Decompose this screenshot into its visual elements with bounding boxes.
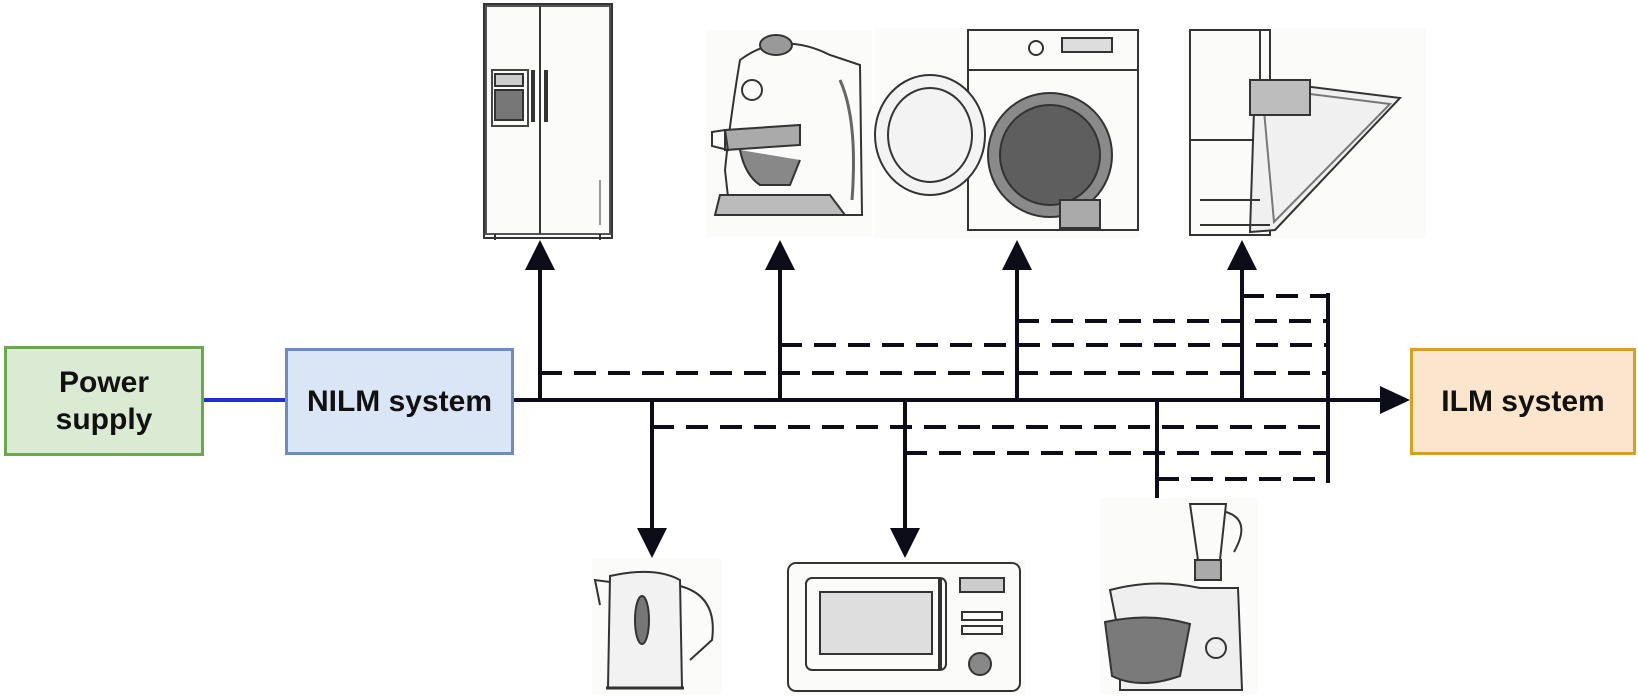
nilm-system-label: NILM system: [306, 384, 493, 418]
up-arrows: [525, 240, 1257, 400]
microwave-icon: [785, 560, 1025, 695]
power-supply-block: Power supply: [4, 346, 204, 456]
ilm-system-label: ILM system: [1441, 384, 1605, 418]
food-processor-icon: [1100, 498, 1258, 694]
refrigerator-icon: [483, 3, 613, 240]
bus-arrowhead: [1380, 386, 1410, 414]
power-supply-label-line1: Power: [58, 365, 150, 399]
nilm-system-block: NILM system: [285, 348, 514, 455]
dashed-lines-top: [540, 294, 1328, 375]
power-supply-label-line2: supply: [55, 403, 153, 436]
kettle-icon: [592, 558, 722, 694]
down-arrows: [637, 400, 1172, 558]
washing-machine-icon: [874, 28, 1140, 238]
dishwasher-icon: [1184, 28, 1426, 238]
coffee-machine-icon: [706, 30, 872, 237]
ilm-system-block: ILM system: [1410, 348, 1636, 455]
dashed-lines-bottom: [652, 425, 1328, 481]
